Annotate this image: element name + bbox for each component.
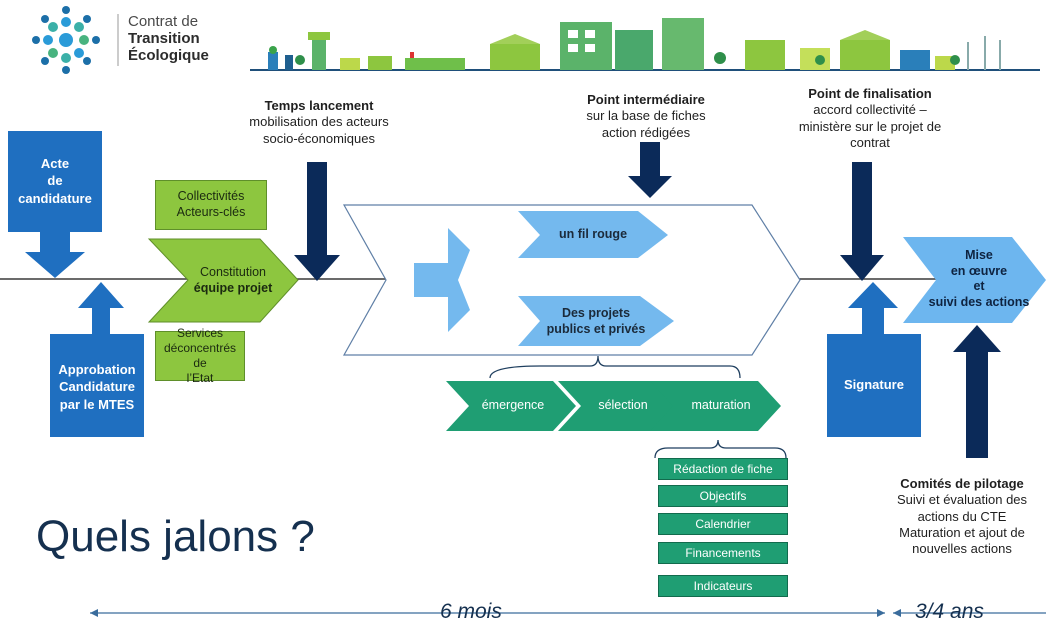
intermediate-line2: action rédigées: [601, 124, 691, 140]
constitution-label: Constitution équipe projet: [178, 265, 288, 296]
intermediate-line1: sur la base de fiches: [586, 108, 706, 124]
duration-first: 6 mois: [440, 600, 502, 623]
launch-arrow: [294, 162, 340, 281]
intermediate-arrow: [628, 142, 672, 198]
fiche-item: Rédaction de fiche: [658, 458, 788, 480]
approbation-line1: Approbation: [58, 361, 136, 377]
logo-line1: Contrat de: [128, 13, 199, 30]
header-illustration: [32, 6, 1040, 74]
fiche-item: Indicateurs: [658, 575, 788, 597]
intermediate-title: Point intermédiaire: [587, 92, 705, 107]
steering-line1: Suivi et évaluation des: [896, 492, 1028, 508]
phase-label-2: sélection: [598, 398, 648, 412]
projets-label: Des projets publics et privés: [526, 306, 666, 337]
phase-chevron-2: [558, 381, 683, 431]
steering-line3: Maturation et ajout de: [899, 524, 1025, 540]
projets-line2: publics et privés: [546, 321, 646, 336]
steering-arrow: [953, 325, 1001, 458]
mise-chevron: [903, 237, 1046, 323]
duration-second: 3/4 ans: [915, 600, 984, 623]
logo-line2: Transition: [128, 30, 200, 47]
mise-line3: et: [973, 279, 985, 294]
fiche-item: Calendrier: [658, 513, 788, 535]
logo-icon: [32, 6, 100, 74]
fil-rouge-chevron: [518, 211, 668, 258]
signature-arrow: [848, 282, 898, 336]
fil-rouge-label: un fil rouge: [558, 227, 628, 241]
services-line2: déconcentrés de: [163, 341, 237, 370]
intermediate-milestone: Point intermédiaire sur la base de fiche…: [556, 92, 736, 141]
fiche-item: Financements: [658, 542, 788, 564]
split-arrow: [414, 228, 470, 332]
projets-line1: Des projets: [561, 306, 631, 320]
logo-line3: Écologique: [128, 47, 209, 64]
logo-text: Contrat de Transition Écologique: [128, 13, 209, 64]
mise-line4: suivi des actions: [928, 294, 1030, 309]
phase-chevron-1: [446, 381, 576, 431]
final-line1: accord collectivité –: [813, 102, 927, 118]
fiche-item: Objectifs: [658, 485, 788, 507]
skyline-icon: [268, 18, 1001, 70]
steering-milestone: Comités de pilotage Suivi et évaluation …: [878, 476, 1046, 557]
phase-label-3: maturation: [691, 398, 751, 412]
constitution-line1: Constitution: [199, 265, 266, 279]
approbation-line2: Candidature: [59, 379, 135, 395]
services-line3: l’Etat: [186, 371, 214, 385]
signature-label: Signature: [844, 377, 904, 393]
brace-fiche: [654, 439, 787, 459]
acte-label: Acte de candidature: [8, 150, 102, 212]
projets-chevron: [518, 296, 674, 346]
phase-label-1: émergence: [481, 398, 545, 412]
steering-line4: nouvelles actions: [912, 541, 1012, 556]
final-line2: ministère sur le projet de: [798, 118, 942, 134]
acte-box: [8, 131, 102, 232]
final-milestone: Point de finalisation accord collectivit…: [770, 86, 970, 151]
acte-line3: candidature: [18, 190, 92, 206]
approbation-arrow: [78, 282, 124, 336]
phase-chevron-3: [650, 381, 781, 431]
constitution-line2: équipe projet: [193, 280, 273, 295]
brace-top: [489, 355, 741, 379]
final-line3: contrat: [850, 134, 890, 150]
mise-line1: Mise: [965, 248, 993, 262]
mise-label: Mise en œuvre et suivi des actions: [918, 248, 1040, 311]
signature-box: [827, 334, 921, 437]
approbation-box: [50, 334, 144, 437]
launch-line1: mobilisation des acteurs: [249, 114, 389, 130]
collectivites-line2: Acteurs-clés: [176, 205, 246, 219]
final-arrow: [840, 162, 884, 281]
acte-arrow: [25, 230, 85, 278]
mise-line2: en œuvre: [950, 263, 1008, 278]
collectivites-box: Collectivités Acteurs-clés: [155, 180, 267, 230]
acte-line1: Acte: [40, 155, 70, 171]
final-title: Point de finalisation: [808, 86, 932, 101]
acte-line2: de: [47, 173, 63, 189]
services-box: Services déconcentrés de l’Etat: [155, 326, 245, 385]
page-title: Quels jalons ?: [36, 512, 315, 561]
steering-line2: actions du CTE: [917, 508, 1007, 524]
collectivites-line1: Collectivités: [177, 189, 245, 204]
launch-title: Temps lancement: [264, 98, 374, 113]
launch-milestone: Temps lancement mobilisation des acteurs…: [224, 98, 414, 147]
steering-title: Comités de pilotage: [900, 476, 1024, 491]
constitution-chevron: [147, 238, 299, 323]
approbation-label: Approbation Candidature par le MTES: [50, 356, 144, 418]
services-line1: Services: [176, 326, 223, 340]
launch-line2: socio-économiques: [262, 130, 375, 146]
approbation-line3: par le MTES: [59, 396, 135, 412]
